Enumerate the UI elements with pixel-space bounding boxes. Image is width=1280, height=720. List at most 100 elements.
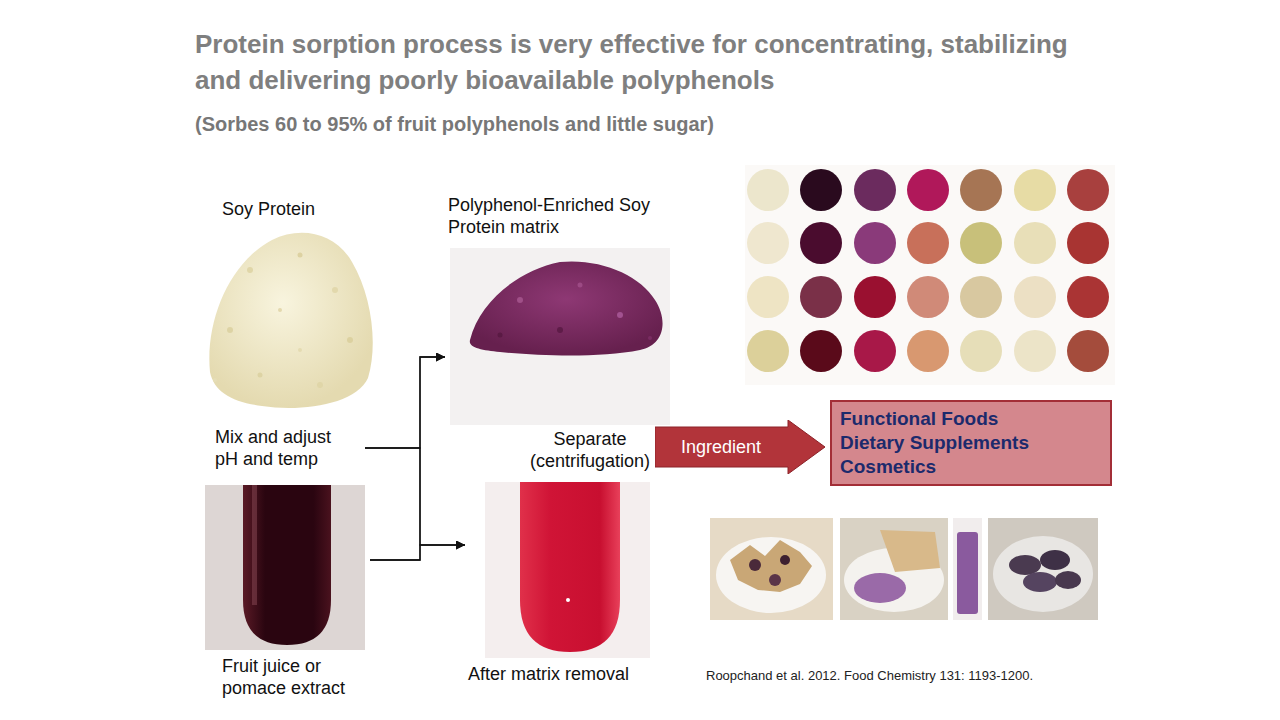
swatch bbox=[747, 222, 789, 264]
swatch bbox=[960, 222, 1002, 264]
ingredient-photo-block: Soy ProteinMix and adjust pH and temp bbox=[200, 195, 365, 475]
powder-grain bbox=[258, 373, 263, 378]
application-item: Cosmetics bbox=[840, 455, 1102, 479]
arrow-body bbox=[655, 420, 825, 474]
photo-ground bbox=[450, 248, 670, 425]
powder-grain bbox=[278, 308, 282, 312]
swatch bbox=[1067, 330, 1109, 372]
swatch bbox=[747, 330, 789, 372]
colour-swatch-grid bbox=[745, 165, 1115, 385]
dark-juice-tube bbox=[243, 485, 331, 645]
label-holder: Roopchand et al. 2012. Food Chemistry 13… bbox=[706, 668, 1126, 684]
swatch bbox=[960, 330, 1002, 372]
swatch bbox=[747, 276, 789, 318]
photo-ground bbox=[710, 518, 833, 620]
block-caption: After matrix removal bbox=[468, 663, 658, 685]
swatch bbox=[1014, 276, 1056, 318]
juice-tube-photo bbox=[205, 485, 365, 650]
application-box: Functional FoodsDietary SupplementsCosme… bbox=[830, 400, 1112, 486]
purple-spread bbox=[854, 573, 906, 603]
label-holder: (Sorbes 60 to 95% of fruit polyphenols a… bbox=[195, 112, 1095, 137]
glass-bowl bbox=[993, 536, 1093, 612]
cereal-bit bbox=[749, 559, 761, 571]
powder-grain bbox=[247, 267, 253, 273]
ingredient-arrow: Ingredient bbox=[655, 420, 825, 474]
flow-connector bbox=[365, 448, 465, 545]
swatch bbox=[1014, 222, 1056, 264]
toast bbox=[880, 530, 940, 572]
swatch-ground bbox=[745, 165, 1115, 385]
block-caption: Mix and adjust pH and temp bbox=[215, 426, 345, 470]
photo-ground bbox=[840, 518, 948, 620]
application-item: Dietary Supplements bbox=[840, 431, 1102, 455]
soy-powder-photo bbox=[209, 233, 372, 408]
swatch bbox=[1067, 169, 1109, 211]
swatch bbox=[800, 222, 842, 264]
powder-grain bbox=[517, 297, 523, 303]
flow-connector bbox=[370, 545, 465, 560]
arrow-label: Ingredient bbox=[681, 436, 761, 458]
swatch bbox=[907, 330, 949, 372]
swatch bbox=[800, 330, 842, 372]
enriched-powder-photo bbox=[450, 248, 670, 425]
red-filtrate-tube bbox=[520, 482, 620, 652]
smoothie-glass bbox=[957, 532, 978, 614]
flow-connector bbox=[370, 357, 445, 560]
swatch bbox=[854, 222, 896, 264]
glass-highlight bbox=[252, 485, 257, 605]
chip bbox=[1055, 571, 1081, 589]
swatch bbox=[1014, 330, 1056, 372]
powder-grain bbox=[213, 378, 217, 382]
flow-connector bbox=[365, 357, 445, 448]
photo-ground bbox=[953, 518, 982, 620]
subtitle-note: (Sorbes 60 to 95% of fruit polyphenols a… bbox=[195, 112, 1095, 137]
block-heading: Soy Protein bbox=[222, 198, 362, 220]
toast-photo bbox=[840, 518, 948, 620]
swatch bbox=[854, 169, 896, 211]
photo-ground bbox=[485, 482, 650, 658]
powder-pile bbox=[209, 233, 372, 408]
smoothie-photo bbox=[953, 518, 982, 620]
cereal-flakes bbox=[730, 540, 812, 592]
photo-ground bbox=[205, 485, 365, 650]
chips-photo bbox=[988, 518, 1098, 620]
slide-title: Protein sorption process is very effecti… bbox=[195, 26, 1105, 98]
swatch bbox=[1067, 222, 1109, 264]
swatch bbox=[960, 169, 1002, 211]
powder-grain bbox=[578, 283, 583, 288]
red-tube-photo bbox=[485, 482, 650, 658]
glass-glint bbox=[566, 598, 570, 602]
powder-grain bbox=[332, 287, 338, 293]
application-item: Functional Foods bbox=[840, 407, 1102, 431]
purple-powder-pile bbox=[470, 261, 663, 355]
swatch bbox=[907, 169, 949, 211]
powder-grain bbox=[498, 333, 503, 338]
powder-grain bbox=[298, 348, 302, 352]
block-caption: Separate (centrifugation) bbox=[520, 428, 660, 472]
swatch bbox=[1014, 169, 1056, 211]
product-photo-block: After matrix removal bbox=[465, 480, 660, 690]
swatch bbox=[747, 169, 789, 211]
powder-grain bbox=[617, 312, 623, 318]
swatch bbox=[907, 276, 949, 318]
swatch bbox=[800, 169, 842, 211]
swatch bbox=[854, 330, 896, 372]
ingredient-photo-block: Fruit juice or pomace extract bbox=[200, 480, 370, 708]
cereal-bit bbox=[780, 555, 790, 565]
powder-grain bbox=[227, 327, 233, 333]
powder-grain bbox=[298, 253, 303, 258]
chip bbox=[1009, 555, 1041, 575]
swatch bbox=[800, 276, 842, 318]
swatch bbox=[907, 222, 949, 264]
block-caption: Fruit juice or pomace extract bbox=[222, 655, 362, 699]
title-holder: Protein sorption process is very effecti… bbox=[195, 26, 1105, 98]
photo-ground bbox=[988, 518, 1098, 620]
powder-grain bbox=[317, 382, 323, 388]
swatch bbox=[854, 276, 896, 318]
powder-grain bbox=[557, 327, 563, 333]
cereal-photo bbox=[710, 518, 833, 620]
block-heading: Polyphenol-Enriched Soy Protein matrix bbox=[448, 194, 693, 238]
swatch bbox=[960, 276, 1002, 318]
